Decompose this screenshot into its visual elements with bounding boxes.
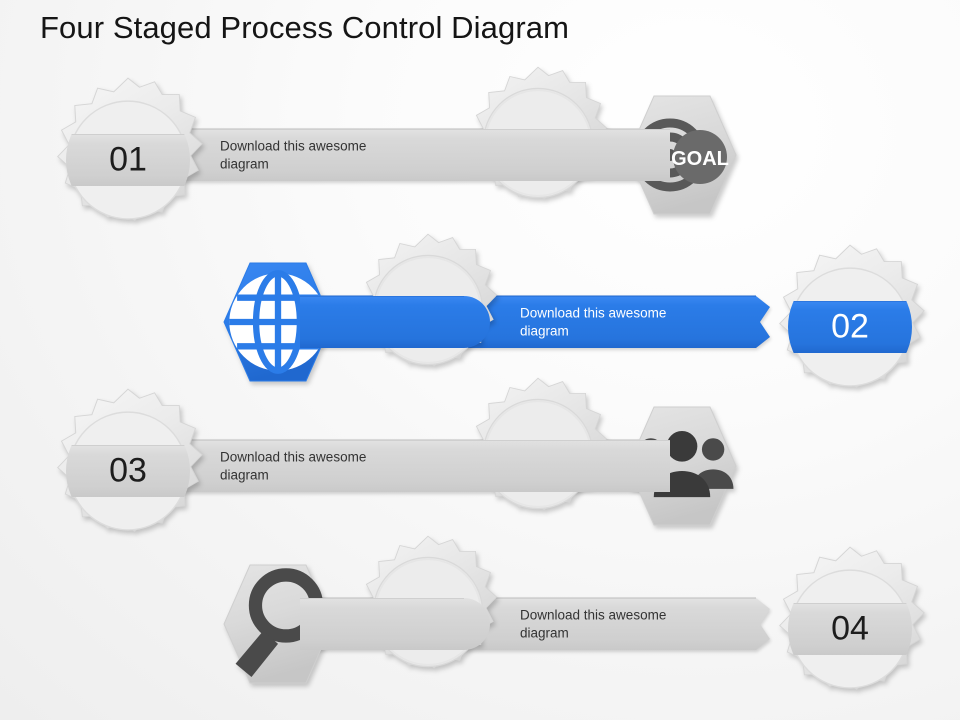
- stage-banner-overlay-03: [470, 440, 670, 492]
- stage-banner-text-03: Download this awesome diagram: [220, 449, 367, 483]
- stage-banner-text-04: Download this awesome diagram: [520, 607, 667, 641]
- stage-number-gear-04[interactable]: 04: [755, 534, 945, 720]
- stage-row-04: Download this awesome diagram: [0, 524, 960, 720]
- stage-banner-overlay-04: [300, 598, 490, 650]
- stage-banner-text-02: Download this awesome diagram: [520, 305, 667, 339]
- stage-hub-band-02: [770, 301, 930, 353]
- stage-hub-band-01: [48, 134, 208, 186]
- stage-banner-text-01: Download this awesome diagram: [220, 138, 367, 172]
- stage-banner-overlay-01: [470, 129, 670, 181]
- stage-hub-band-04: [770, 603, 930, 655]
- page-title: Four Staged Process Control Diagram: [40, 10, 570, 45]
- stage-row-03: Download this awesome diagram: [0, 366, 960, 566]
- stage-banner-overlay-02: [300, 296, 490, 348]
- stage-number-gear-03[interactable]: 03: [33, 376, 223, 566]
- stage-hub-band-03: [48, 445, 208, 497]
